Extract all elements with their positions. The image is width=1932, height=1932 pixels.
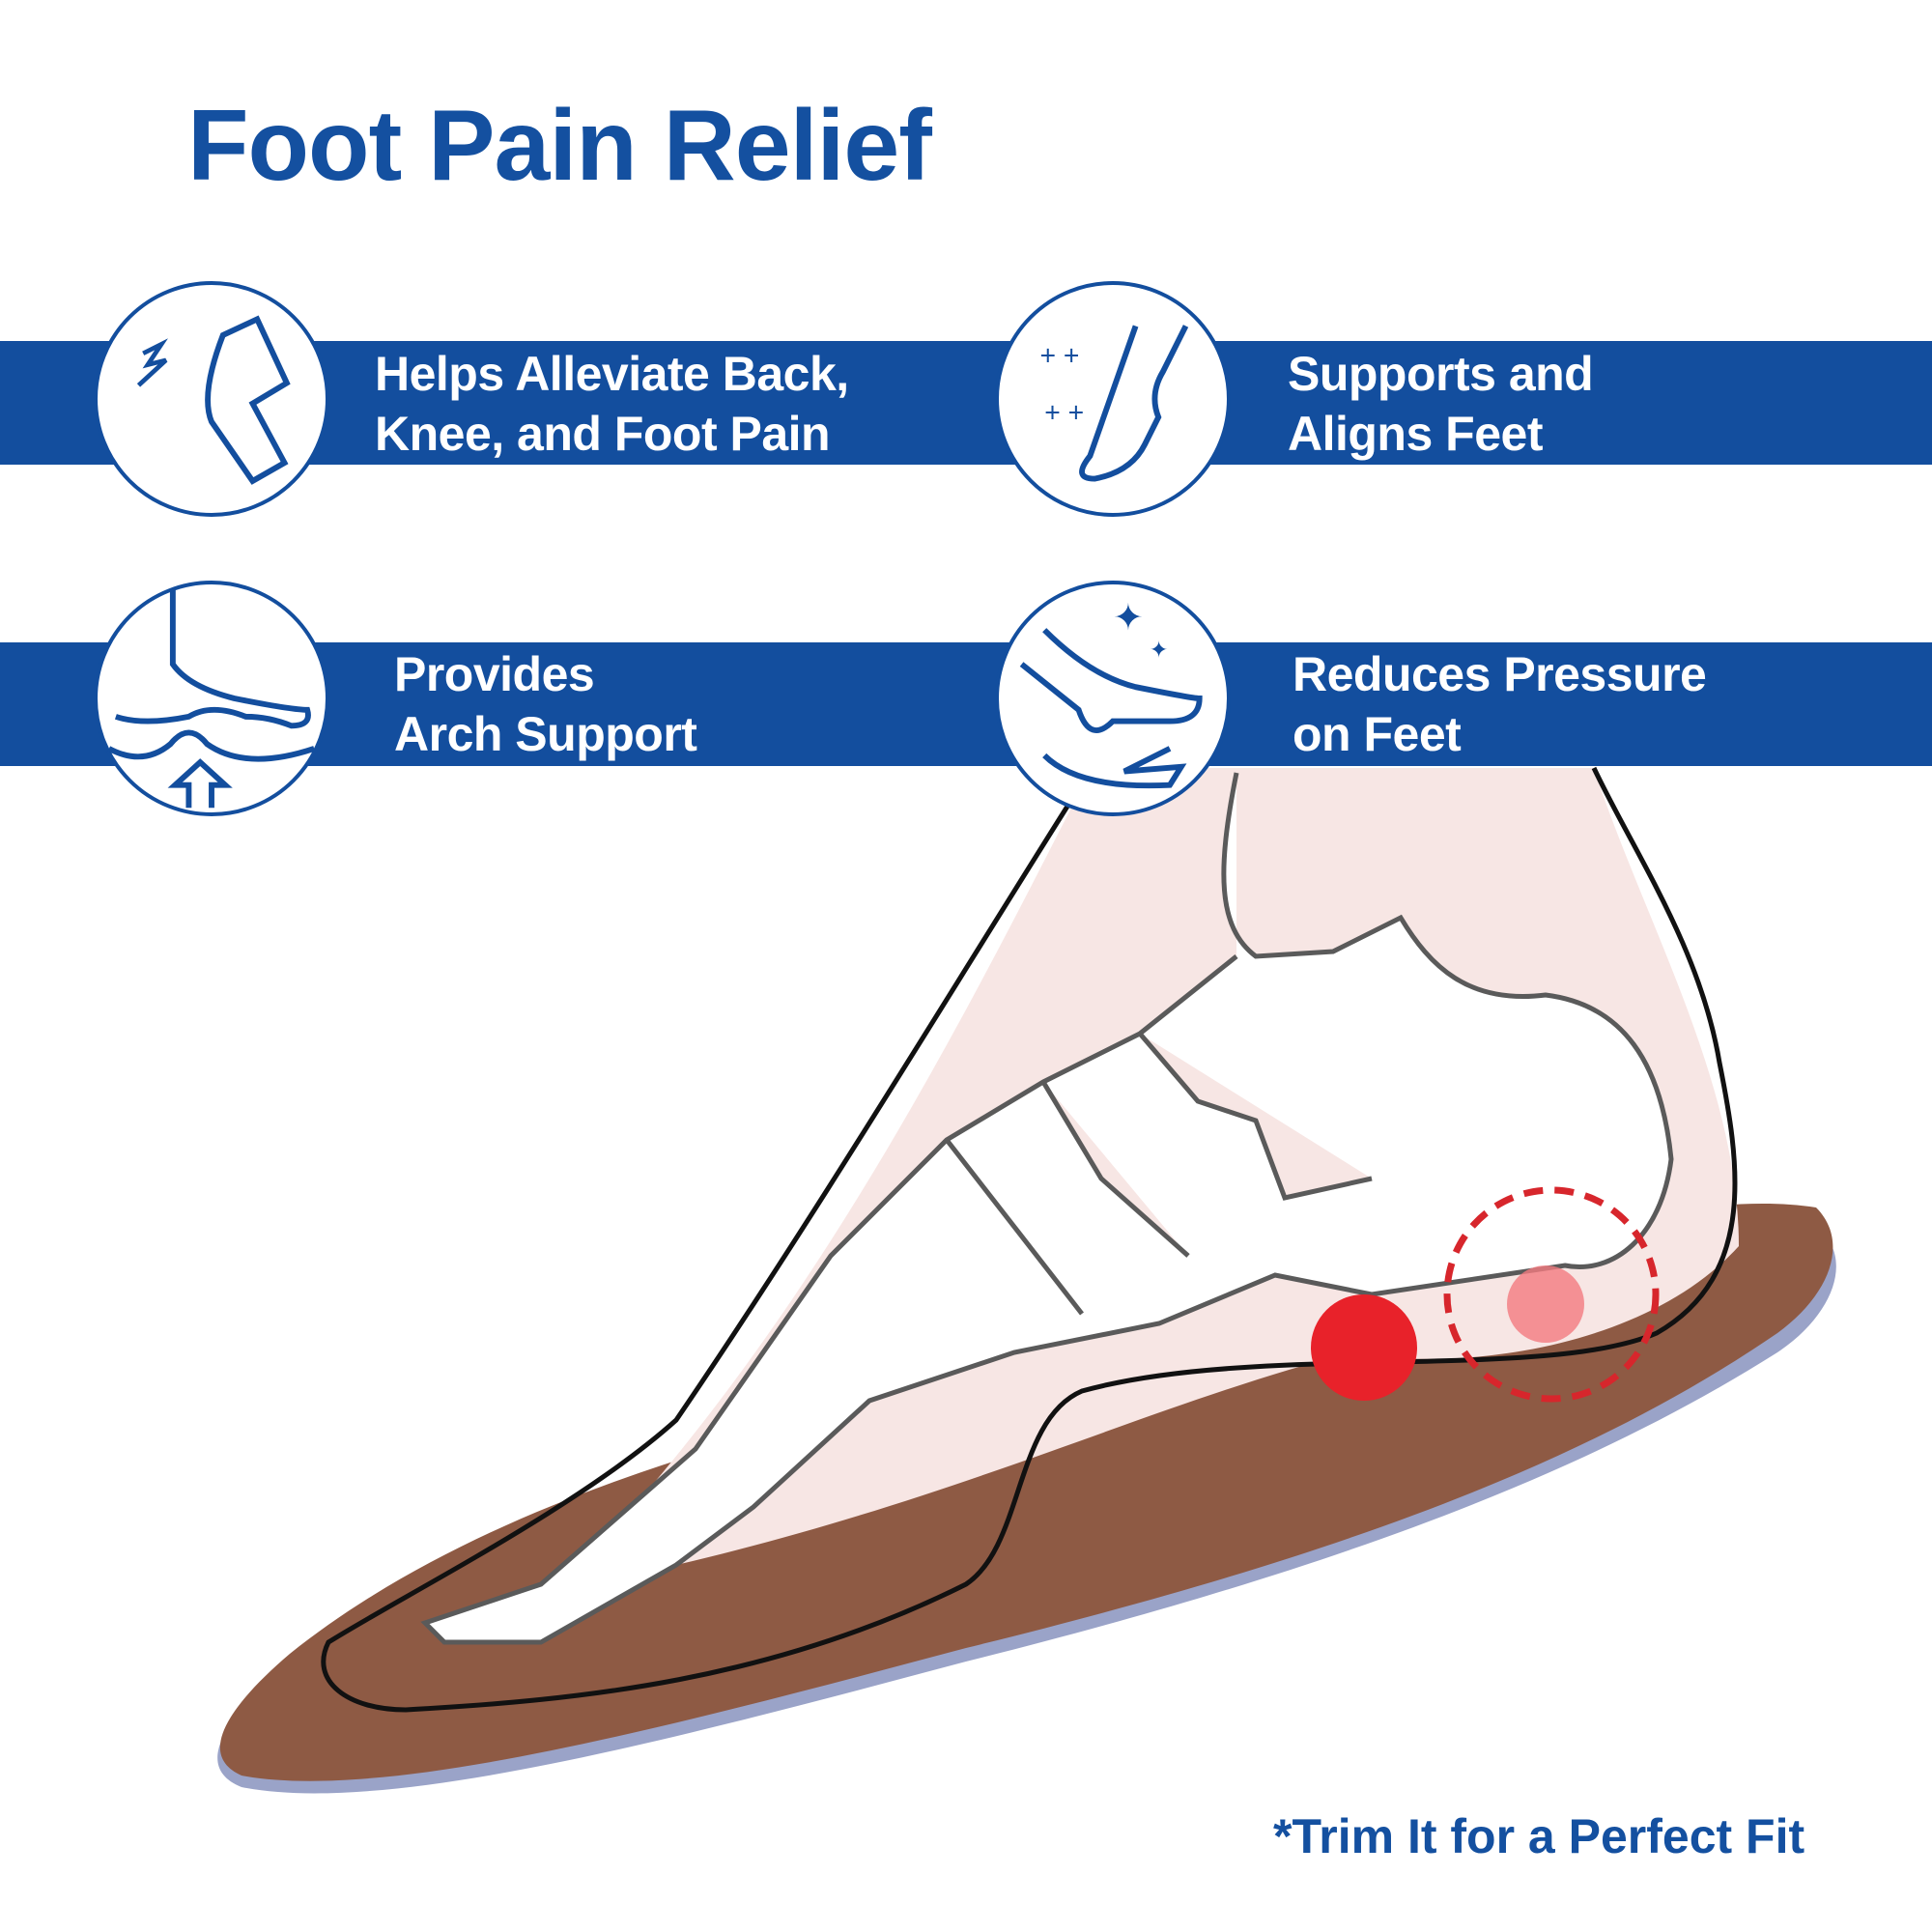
svg-text:+ +: + + — [1044, 398, 1084, 429]
pain-point — [1311, 1294, 1417, 1401]
trim-footnote: *Trim It for a Perfect Fit — [1273, 1809, 1805, 1863]
pressure-relief-icon: ✦✦ — [995, 581, 1231, 816]
foot-outline — [321, 766, 1738, 1713]
svg-text:✦: ✦ — [1113, 597, 1144, 638]
heel-pain-glow — [1507, 1265, 1584, 1343]
heel-pain-ring — [1443, 1186, 1660, 1403]
foot-alignment-icon: + + + + — [995, 281, 1231, 517]
feature-text-1: Helps Alleviate Back,Knee, and Foot Pain — [375, 347, 849, 461]
page-title: Foot Pain Relief — [187, 90, 932, 202]
knee-pain-icon — [94, 281, 329, 517]
svg-text:+ +: + + — [1039, 341, 1079, 372]
foot-bones — [420, 772, 1674, 1645]
arch-support-icon — [94, 581, 329, 816]
svg-text:✦: ✦ — [1150, 638, 1169, 663]
